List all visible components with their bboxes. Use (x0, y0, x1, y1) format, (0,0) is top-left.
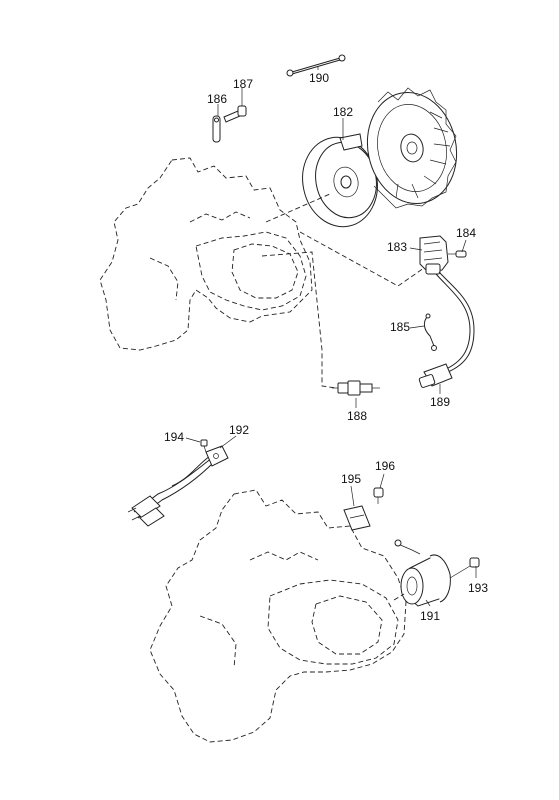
terminal-bolt-186-187 (212, 105, 247, 143)
ground-wire-190 (286, 54, 346, 77)
reference-line-flywheel (265, 193, 331, 223)
label-191: 191 (420, 609, 440, 623)
upper-engine-block-outline (99, 157, 313, 351)
label-196: 196 (375, 459, 395, 473)
label-189: 189 (430, 395, 450, 409)
plug-lead-189 (418, 271, 475, 388)
label-186: 186 (207, 92, 227, 106)
label-184: 184 (456, 226, 476, 240)
reference-line-coil (299, 231, 425, 287)
harness-screw-194 (200, 439, 208, 453)
leader-lines (185, 88, 477, 607)
label-182: 182 (333, 105, 353, 119)
clip-wire-185 (423, 313, 437, 351)
starter-bolt-193 (449, 557, 480, 579)
bracket-195 (343, 505, 371, 531)
label-195: 195 (341, 472, 361, 486)
lower-engine-block-outline (149, 489, 407, 743)
bracket-bolt-196 (373, 487, 384, 504)
spark-plug-188 (332, 380, 380, 396)
label-194: 194 (164, 430, 184, 444)
label-183: 183 (387, 240, 407, 254)
wire-harness-192 (127, 445, 229, 527)
label-185: 185 (390, 320, 410, 334)
label-187: 187 (233, 77, 253, 91)
label-193: 193 (468, 581, 488, 595)
starter-motor-191 (393, 539, 451, 607)
reference-line-plug (261, 251, 337, 389)
label-188: 188 (347, 409, 367, 423)
label-190: 190 (309, 71, 329, 85)
ignition-coil-183 (419, 235, 449, 275)
coil-bolt-184 (448, 250, 467, 258)
label-192: 192 (229, 423, 249, 437)
flywheel-182 (302, 133, 378, 228)
cooling-fan (366, 87, 458, 209)
